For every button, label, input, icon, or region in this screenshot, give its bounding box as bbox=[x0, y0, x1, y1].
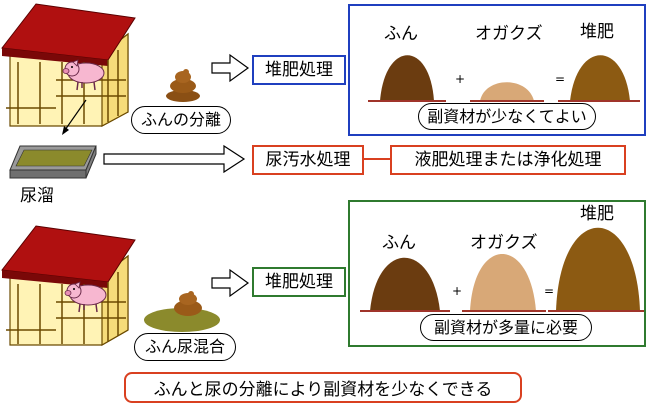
top-sawdust-label: オガクズ bbox=[475, 24, 543, 44]
urine-tank-icon bbox=[9, 145, 97, 179]
top-manure-label: ふん bbox=[384, 24, 418, 44]
drain-arrow bbox=[62, 99, 87, 135]
top-barn bbox=[1, 3, 136, 128]
top-caption: 副資材が少なくてよい bbox=[418, 103, 596, 130]
wastewater-detail-box: 液肥処理または浄化処理 bbox=[390, 145, 626, 175]
bottom-equals-sign: = bbox=[544, 284, 555, 298]
top-plus-sign: + bbox=[455, 72, 466, 86]
top-panel bbox=[348, 4, 646, 136]
bottom-caption: 副資材が多量に必要 bbox=[420, 314, 592, 341]
top-composting-box: 堆肥処理 bbox=[252, 55, 346, 85]
conclusion-box: ふんと尿の分離により副資材を少なくできる bbox=[124, 372, 522, 403]
middle-process-arrow bbox=[103, 144, 246, 174]
bottom-pig bbox=[64, 281, 107, 313]
top-panel-piles bbox=[368, 55, 640, 102]
manure-urine-mix-label: ふん尿混合 bbox=[134, 333, 236, 361]
bottom-manure-icon bbox=[144, 291, 220, 332]
top-compost-label: 堆肥 bbox=[580, 22, 614, 42]
bottom-compost-label: 堆肥 bbox=[580, 204, 614, 224]
bottom-barn bbox=[1, 225, 136, 347]
bottom-sawdust-label: オガクズ bbox=[470, 233, 538, 253]
bottom-composting-box: 堆肥処理 bbox=[252, 267, 346, 297]
bottom-process-arrow bbox=[211, 268, 250, 298]
bottom-manure-label: ふん bbox=[382, 233, 416, 253]
top-pig bbox=[62, 59, 105, 91]
bottom-panel bbox=[348, 200, 646, 347]
top-equals-sign: = bbox=[555, 72, 566, 86]
bottom-panel-piles bbox=[360, 227, 645, 312]
top-process-arrow bbox=[211, 53, 250, 83]
top-manure-icon bbox=[166, 69, 200, 102]
bottom-plus-sign: + bbox=[452, 284, 463, 298]
urine-tank-label: 尿溜 bbox=[20, 186, 54, 206]
manure-separation-label: ふんの分離 bbox=[131, 106, 231, 134]
wastewater-box: 尿汚水処理 bbox=[252, 145, 364, 175]
